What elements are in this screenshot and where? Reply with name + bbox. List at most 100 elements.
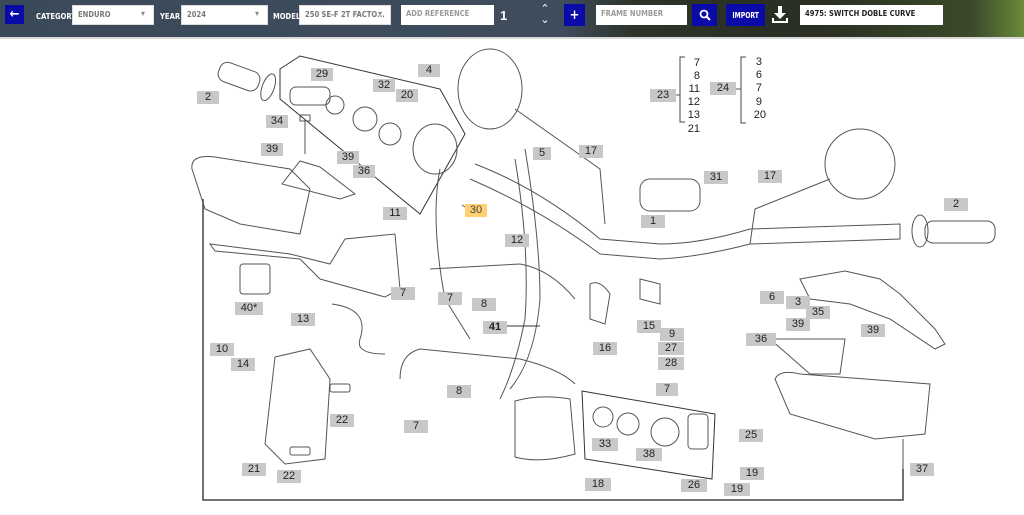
arrow-left-icon: ← (9, 7, 20, 22)
callout-29[interactable]: 29 (311, 68, 333, 81)
callout-2[interactable]: 2 (944, 198, 968, 211)
callout-27[interactable]: 27 (658, 342, 684, 355)
kit-24-item: 6 (755, 69, 762, 81)
right-handguard (774, 371, 931, 440)
callout-33[interactable]: 33 (592, 438, 618, 451)
callout-28[interactable]: 28 (658, 357, 684, 370)
callout-22[interactable]: 22 (330, 414, 354, 427)
callout-12[interactable]: 12 (505, 234, 529, 247)
reference-placeholder: ADD REFERENCE (406, 9, 470, 18)
frame-number-placeholder: FRAME NUMBER (601, 9, 663, 18)
import-button[interactable]: IMPORT (726, 4, 765, 26)
callout-25[interactable]: 25 (739, 429, 763, 442)
callout-13[interactable]: 13 (291, 313, 315, 326)
callout-26[interactable]: 26 (681, 479, 707, 492)
toolbar-divider (0, 37, 1024, 39)
callout-5[interactable]: 5 (533, 147, 551, 160)
top-toolbar: ← CATEGORY ENDURO ▾ YEAR 2024 ▾ MODEL 25… (0, 0, 1024, 37)
callout-38[interactable]: 38 (636, 448, 662, 461)
callout-24[interactable]: 24 (710, 82, 736, 95)
callout-32[interactable]: 32 (373, 79, 395, 92)
callout-7[interactable]: 7 (404, 420, 428, 433)
category-select[interactable]: ENDURO ▾ (72, 5, 154, 25)
kit-23-item: 12 (687, 96, 700, 108)
year-value: 2024 (187, 10, 206, 19)
callout-39[interactable]: 39 (337, 151, 359, 164)
callout-23[interactable]: 23 (650, 89, 676, 102)
year-select[interactable]: 2024 ▾ (181, 5, 268, 25)
callout-17[interactable]: 17 (579, 145, 603, 158)
category-label: CATEGORY (36, 12, 77, 21)
callout-35[interactable]: 35 (806, 306, 830, 319)
kit-23-item: 7 (693, 57, 700, 69)
callout-41[interactable]: 41 (483, 321, 507, 334)
diagram-frame (202, 199, 904, 501)
kit-23-item: 8 (693, 70, 700, 82)
callout-22[interactable]: 22 (277, 470, 301, 483)
back-button[interactable]: ← (5, 5, 24, 24)
parts-diagram: 2 29 32 20 4 34 39 39 36 5 17 30 11 12 7… (0, 39, 1024, 515)
brake-caliper (264, 348, 331, 465)
callout-8[interactable]: 8 (472, 298, 496, 311)
callout-4[interactable]: 4 (418, 64, 440, 77)
callout-19[interactable]: 19 (740, 467, 764, 480)
kit-24-item: 3 (755, 56, 762, 68)
frame-title-field: 4975: SWITCH DOBLE CURVE (800, 5, 943, 25)
frame-number-input[interactable]: FRAME NUMBER (596, 5, 687, 25)
callout-1[interactable]: 1 (641, 215, 665, 228)
left-handguard (191, 156, 311, 235)
kit-23-item: 21 (687, 123, 700, 135)
callout-19[interactable]: 19 (724, 483, 750, 496)
callout-15[interactable]: 15 (637, 320, 661, 333)
callout-39[interactable]: 39 (861, 324, 885, 337)
add-button[interactable]: + (564, 4, 585, 26)
callout-7[interactable]: 7 (438, 292, 462, 305)
kit-24-item: 7 (755, 82, 762, 94)
category-value: ENDURO (78, 10, 111, 19)
callout-11[interactable]: 11 (383, 207, 407, 220)
search-icon (699, 9, 711, 21)
frame-title: 4975: SWITCH DOBLE CURVE (805, 9, 916, 18)
reference-input[interactable]: ADD REFERENCE (401, 5, 494, 25)
chevron-up-icon[interactable]: ⌃ (540, 3, 550, 15)
chevron-down-icon[interactable]: ⌄ (540, 14, 550, 26)
diagram-drawing (191, 48, 996, 501)
quantity-stepper[interactable]: ⌃ ⌄ (538, 4, 552, 28)
callout-9[interactable]: 9 (660, 328, 684, 341)
right-grip (911, 214, 996, 248)
year-label: YEAR (160, 12, 181, 21)
callout-7[interactable]: 7 (391, 287, 415, 300)
callout-37[interactable]: 37 (910, 463, 934, 476)
callout-31[interactable]: 31 (704, 171, 728, 184)
callout-39[interactable]: 39 (786, 318, 810, 331)
callout-17[interactable]: 17 (758, 170, 782, 183)
kit-24-item: 9 (755, 96, 762, 108)
search-button[interactable] (692, 4, 717, 26)
callout-36[interactable]: 36 (746, 333, 776, 346)
chevron-down-icon: ▾ (254, 9, 259, 18)
download-icon (772, 6, 788, 23)
callout-16[interactable]: 16 (593, 342, 617, 355)
download-button[interactable] (772, 5, 790, 25)
callout-7[interactable]: 7 (656, 383, 678, 396)
callout-34[interactable]: 34 (266, 115, 288, 128)
model-select[interactable]: 250 SE-F 2T FACTO... ▾ (299, 5, 391, 25)
callout-30[interactable]: 30 (465, 204, 487, 217)
callout-20[interactable]: 20 (396, 89, 418, 102)
callout-21[interactable]: 21 (242, 463, 266, 476)
callout-3[interactable]: 3 (786, 296, 810, 309)
callout-36[interactable]: 36 (353, 165, 375, 178)
callout-18[interactable]: 18 (585, 478, 611, 491)
callout-6[interactable]: 6 (760, 291, 784, 304)
callout-14[interactable]: 14 (231, 358, 255, 371)
callout-2[interactable]: 2 (197, 91, 219, 104)
bar-pad (639, 178, 701, 212)
callout-8[interactable]: 8 (447, 385, 471, 398)
left-grip (217, 61, 277, 102)
kit-24-item: 20 (753, 109, 766, 121)
quantity-value[interactable]: 1 (500, 8, 508, 23)
handlebar (469, 163, 901, 260)
callout-40[interactable]: 40* (235, 302, 263, 315)
callout-10[interactable]: 10 (210, 343, 234, 356)
callout-39[interactable]: 39 (261, 143, 283, 156)
